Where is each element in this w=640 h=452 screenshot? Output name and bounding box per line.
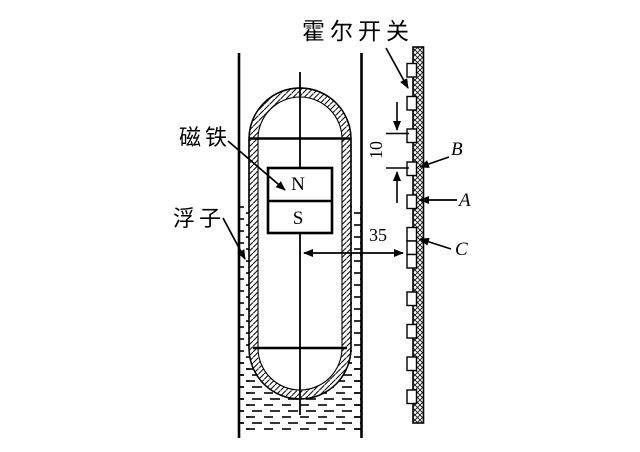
hall-switch-array xyxy=(406,62,418,405)
hall-switch xyxy=(406,226,418,242)
magnet-n-pole: N xyxy=(291,174,305,195)
sensor-b-label: B xyxy=(451,139,463,160)
dim-10-label: 10 xyxy=(366,141,386,159)
hall-switch xyxy=(406,62,418,78)
hall-switch xyxy=(406,128,418,144)
hall-switch xyxy=(406,240,418,256)
hall-switch-label: 霍尔开关 xyxy=(302,19,414,44)
level-tube xyxy=(237,53,363,438)
annotation-arrows xyxy=(222,47,457,260)
float-arrow xyxy=(222,217,246,260)
hall-switch xyxy=(406,291,418,307)
dim-35-label: 35 xyxy=(369,225,387,245)
hall-switch xyxy=(406,356,418,372)
magnet-s-pole: S xyxy=(292,208,304,229)
sensor-c-arrow xyxy=(419,237,452,250)
hall-switch xyxy=(406,389,418,405)
hall-switch xyxy=(406,194,418,210)
sensor-a-label: A xyxy=(459,190,471,211)
magnet-arrow xyxy=(227,140,286,191)
sensor-b-arrow xyxy=(419,156,450,168)
hall-switch-arrow xyxy=(385,47,409,89)
hall-switch xyxy=(406,323,418,339)
magnet-block xyxy=(266,166,334,235)
magnet-label: 磁铁 xyxy=(179,125,232,150)
hall-switch xyxy=(406,95,418,111)
sensor-c-label: C xyxy=(455,239,468,260)
dim-10 xyxy=(386,102,409,203)
hall-switch xyxy=(406,253,418,269)
float-label: 浮子 xyxy=(173,206,226,231)
